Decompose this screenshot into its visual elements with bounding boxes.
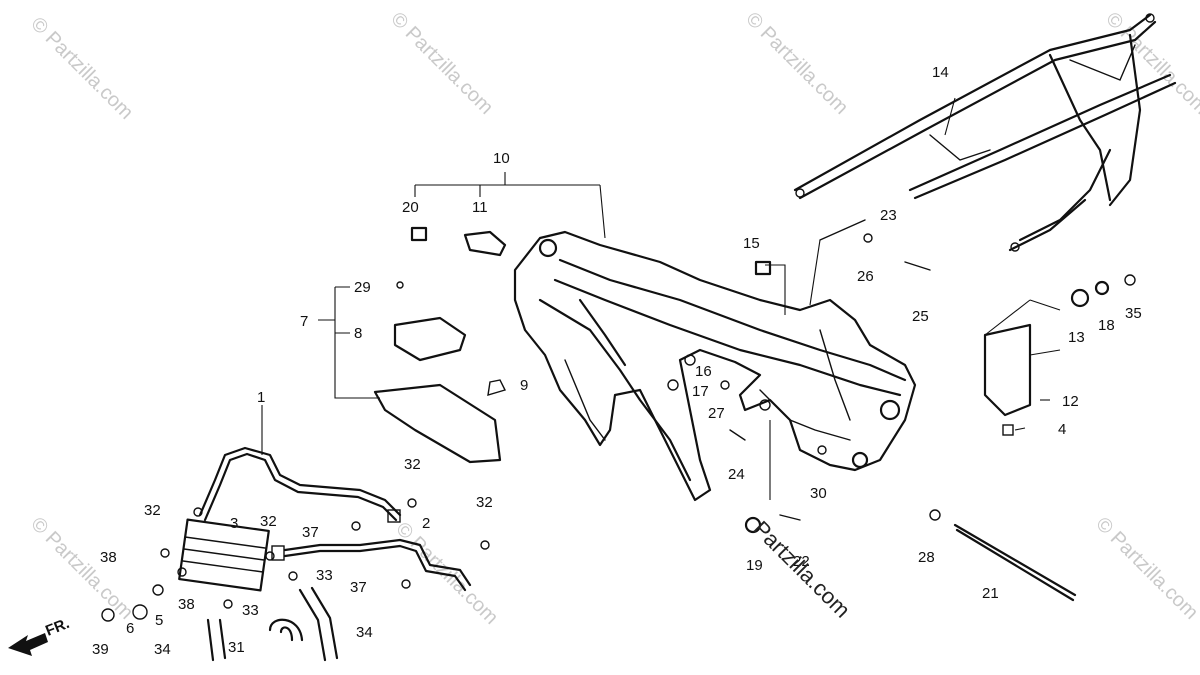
callout-37b: 37: [350, 579, 367, 596]
callout-1: 1: [257, 389, 265, 406]
callout-29: 29: [354, 279, 371, 296]
callout-13: 13: [1068, 329, 1085, 346]
callout-33a: 33: [316, 567, 333, 584]
callout-19: 19: [746, 557, 763, 574]
watermark-text: © Partzilla.com: [26, 13, 137, 124]
small-parts: [101, 219, 1136, 622]
watermark-text: © Partzilla.com: [26, 513, 137, 624]
callout-37a: 37: [302, 524, 319, 541]
callout-25: 25: [912, 308, 929, 325]
callout-32c: 32: [404, 456, 421, 473]
callout-8: 8: [354, 325, 362, 342]
watermark-text: © Partzilla.com: [386, 8, 497, 119]
callout-26: 26: [857, 268, 874, 285]
callout-35: 35: [1125, 305, 1142, 322]
callout-24: 24: [728, 466, 745, 483]
callout-34b: 34: [356, 624, 373, 641]
leader-lines: [261, 97, 1061, 500]
callout-39: 39: [92, 641, 109, 658]
callout-38a: 38: [100, 549, 117, 566]
callout-28: 28: [918, 549, 935, 566]
callout-20: 20: [402, 199, 419, 216]
callout-32a: 32: [144, 502, 161, 519]
callout-30: 30: [810, 485, 827, 502]
callout-38b: 38: [178, 596, 195, 613]
callout-33b: 33: [242, 602, 259, 619]
callout-34a: 34: [154, 641, 171, 658]
watermark-text: © Partzilla.com: [741, 8, 852, 119]
front-direction-label: FR.: [43, 615, 72, 640]
hoses: [206, 586, 339, 662]
callout-32d: 32: [476, 494, 493, 511]
callout-16: 16: [695, 363, 712, 380]
front-arrow-icon: [8, 633, 48, 656]
main-frame: [513, 230, 917, 502]
callout-21: 21: [982, 585, 999, 602]
watermark-foreground: Partzilla.com: [748, 516, 855, 623]
callout-23: 23: [880, 207, 897, 224]
callout-22: 22: [793, 553, 810, 570]
oil-cooler-assembly: [178, 446, 472, 592]
callout-32b: 32: [260, 513, 277, 530]
callout-2: 2: [422, 515, 430, 532]
callout-10: 10: [493, 150, 510, 167]
watermark-text: © Partzilla.com: [1091, 513, 1200, 624]
callout-18: 18: [1098, 317, 1115, 334]
callout-3: 3: [230, 515, 238, 532]
callout-14: 14: [932, 64, 949, 81]
callout-31: 31: [228, 639, 245, 656]
callout-7: 7: [300, 313, 308, 330]
front-direction-indicator: FR.: [8, 615, 72, 656]
rear-sub-frame: [793, 13, 1177, 252]
callout-4: 4: [1058, 421, 1066, 438]
callout-27: 27: [708, 405, 725, 422]
callout-6: 6: [126, 620, 134, 637]
watermark-text: © Partzilla.com: [391, 518, 502, 629]
callout-11: 11: [472, 199, 488, 216]
callouts: 1 2 3 4 5 6 7 8 9 10 11 12 13 14 15 16 1…: [92, 64, 1142, 658]
callout-17: 17: [692, 383, 709, 400]
callout-12: 12: [1062, 393, 1079, 410]
watermarks: © Partzilla.com © Partzilla.com © Partzi…: [26, 8, 1200, 629]
callout-15: 15: [743, 235, 760, 252]
callout-9: 9: [520, 377, 528, 394]
callout-5: 5: [155, 612, 163, 629]
